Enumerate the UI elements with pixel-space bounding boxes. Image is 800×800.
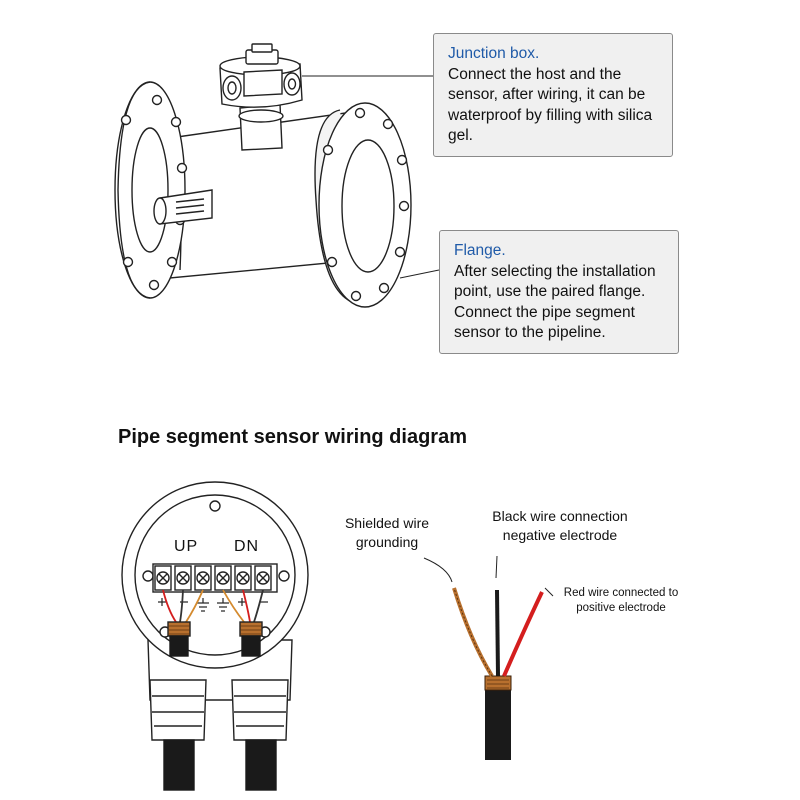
- junction-box-callout: Junction box. Connect the host and the s…: [433, 33, 673, 157]
- flange-leader-line: [399, 269, 440, 279]
- red-pointer: [544, 587, 554, 597]
- cable-jacket: [485, 688, 511, 760]
- shield-pointer: [423, 557, 453, 583]
- right-flange-bolts: [322, 107, 410, 302]
- black-wire-label: Black wire connection negative electrode: [492, 508, 628, 543]
- wiring-diagram-title: Pipe segment sensor wiring diagram: [118, 426, 467, 448]
- junction-box-head: [219, 43, 303, 108]
- black-pointer: [495, 555, 498, 579]
- junction-box-title: Junction box.: [448, 45, 540, 62]
- cable-detail: [423, 555, 554, 760]
- red-wire-label: Red wire connected to positive electrode: [563, 587, 679, 614]
- terminal-housing: [121, 481, 309, 791]
- up-terminal-label: UP: [174, 538, 199, 555]
- flow-meter-illustration: [114, 43, 440, 308]
- flange-title: Flange.: [454, 242, 506, 259]
- red-wire: [502, 591, 544, 677]
- braided-sleeves: [167, 621, 263, 657]
- shield-wire: [452, 587, 494, 678]
- housing-screws: [142, 500, 290, 638]
- shield-wire-label: Shielded wire grounding: [344, 515, 430, 550]
- black-wire: [495, 589, 500, 677]
- junction-box-description: Connect the host and the sensor, after w…: [448, 65, 653, 145]
- cable-glands: [149, 679, 289, 791]
- polarity-marks: [158, 598, 268, 612]
- flange-description: After selecting the installation point, …: [454, 262, 656, 342]
- flange-callout: Flange. After selecting the installation…: [439, 230, 679, 354]
- dn-terminal-label: DN: [234, 538, 260, 555]
- pipe-bore: [341, 139, 395, 273]
- internal-wires: [162, 589, 264, 623]
- side-electrode: [153, 189, 213, 225]
